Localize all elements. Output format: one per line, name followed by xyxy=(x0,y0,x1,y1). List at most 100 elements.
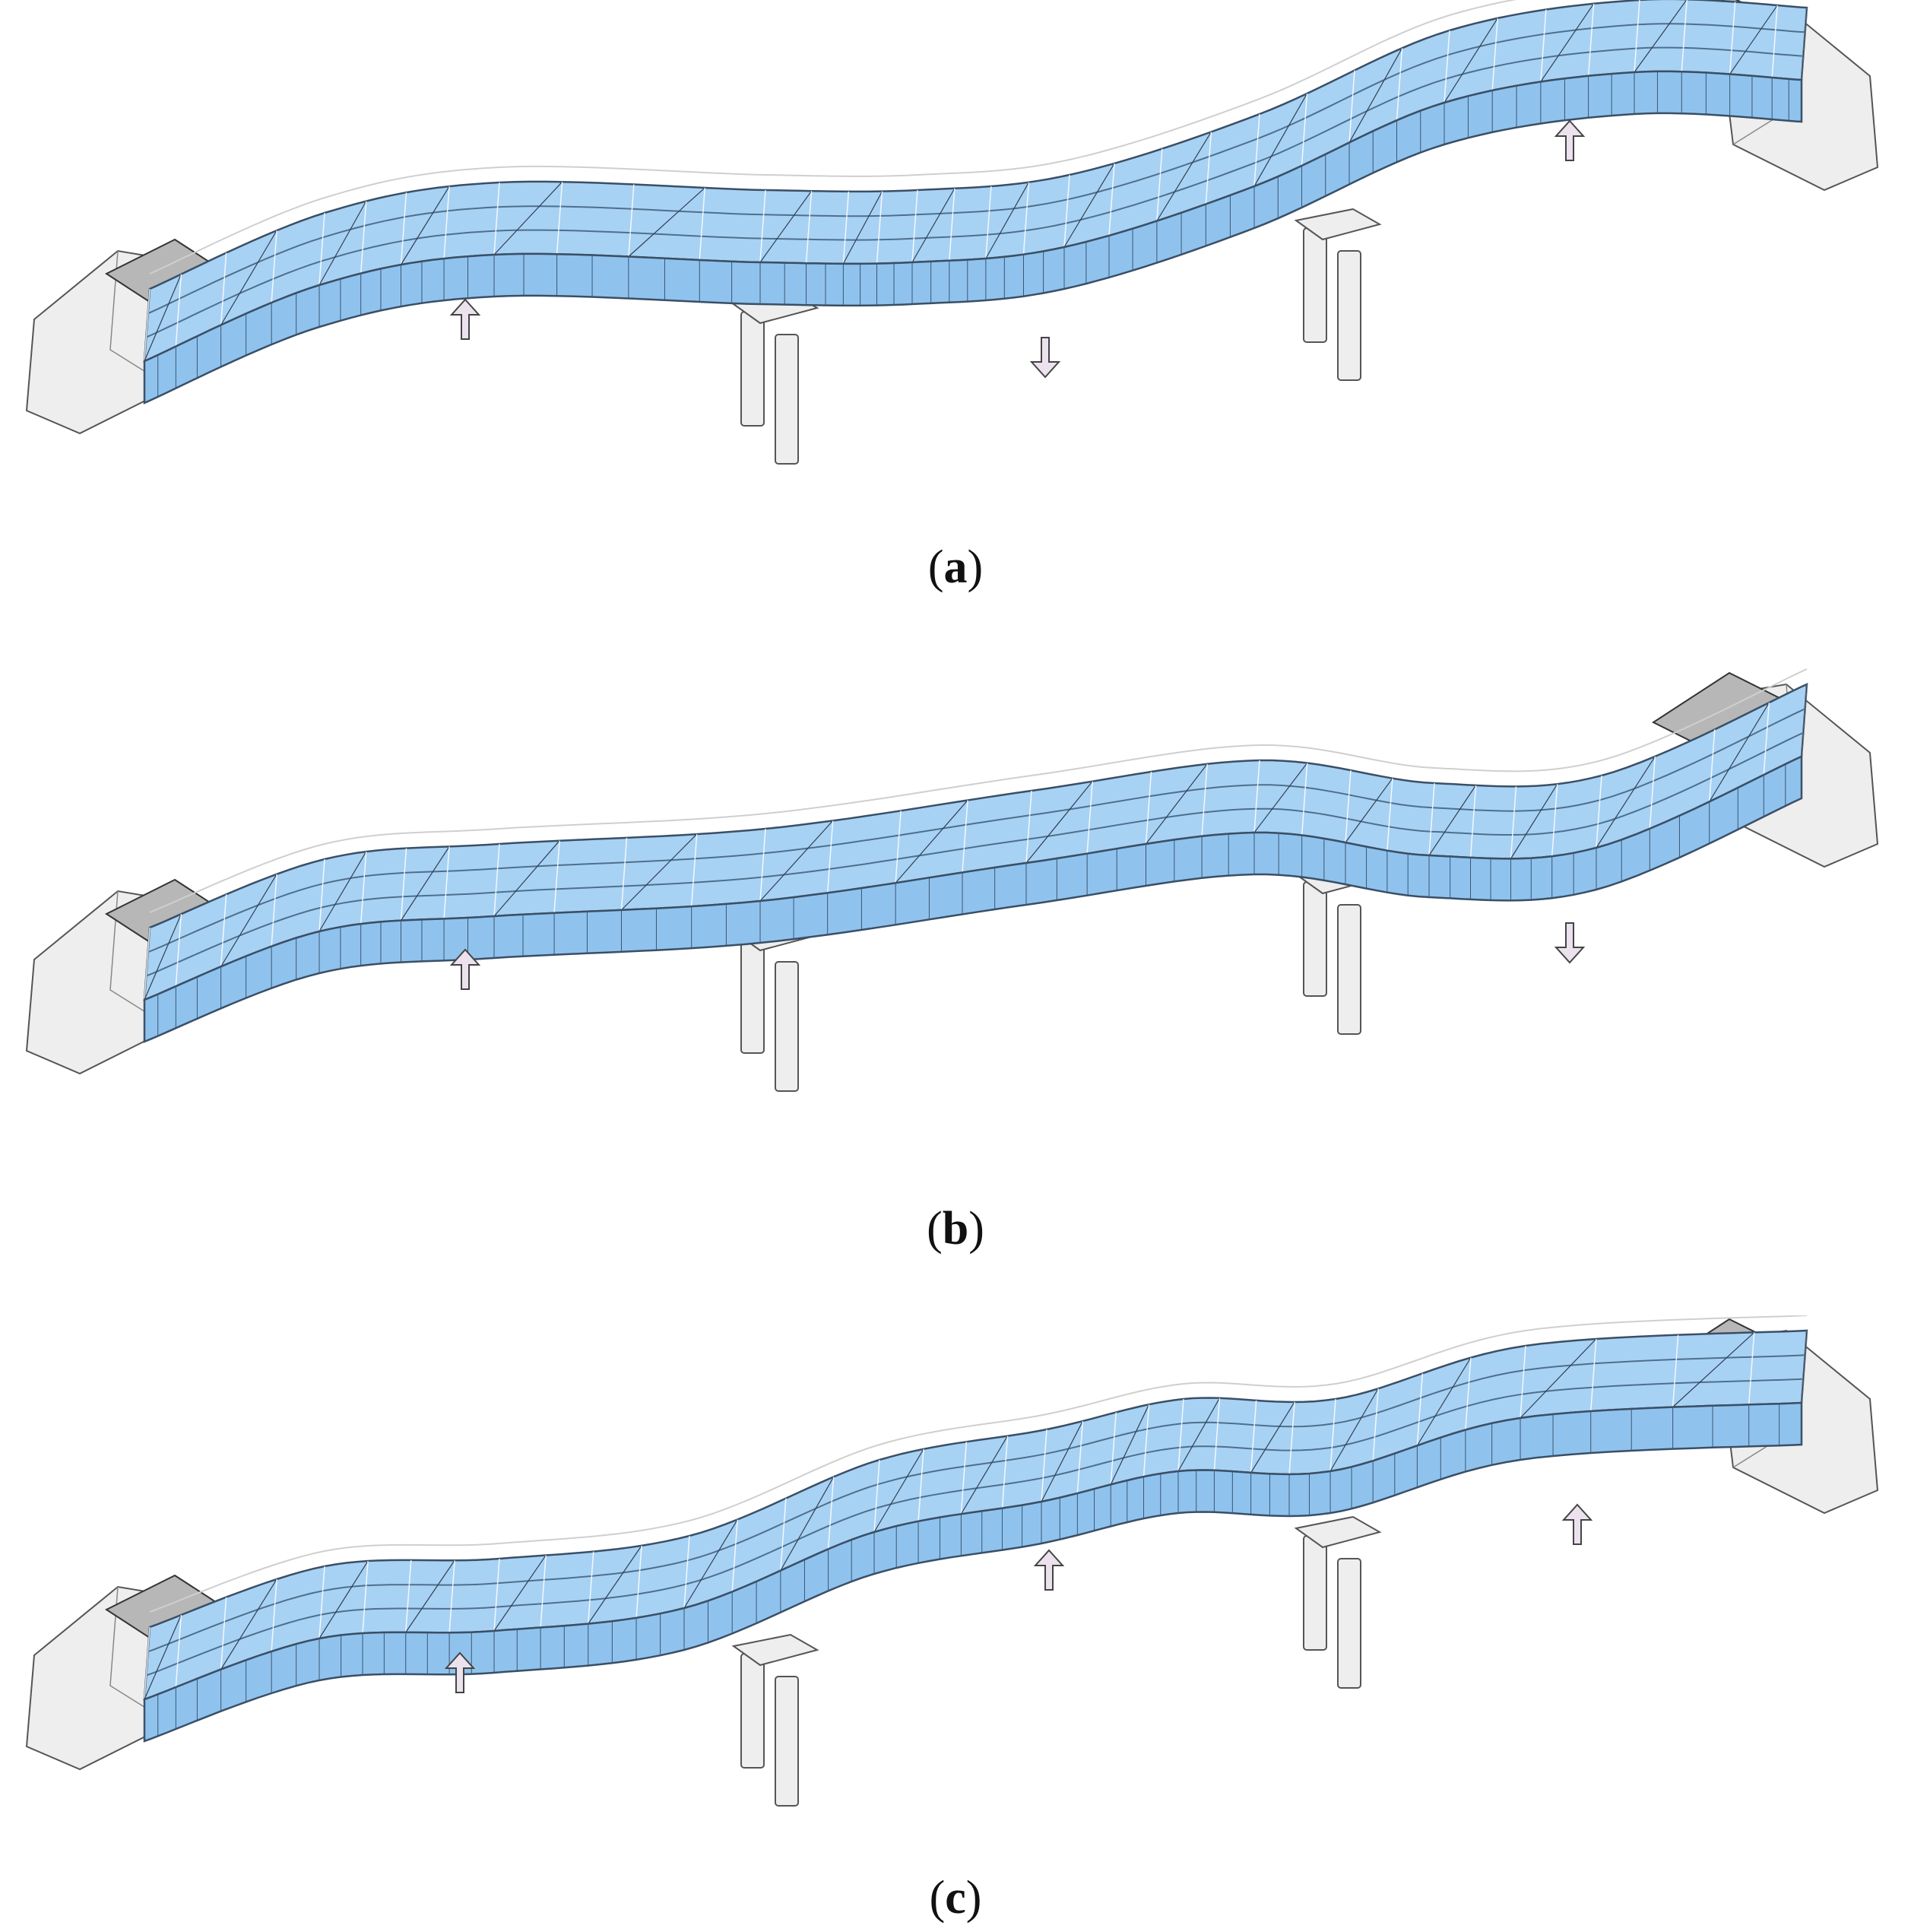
deck-crossbeam xyxy=(1372,1388,1379,1461)
arrow-up-icon xyxy=(1033,1549,1065,1591)
arrow-up-icon xyxy=(1554,119,1586,161)
deck-crossbeam xyxy=(318,858,325,932)
deck-crossbeam xyxy=(493,1558,500,1632)
bridge-mode-shape-b xyxy=(25,668,1879,1092)
deck-crossbeam xyxy=(780,1498,787,1571)
deck-brace xyxy=(1709,702,1770,802)
deck-crossbeam xyxy=(1387,778,1393,851)
deck-crossbeam xyxy=(1201,763,1208,836)
deck-crossbeam xyxy=(1491,17,1498,90)
deck-brace xyxy=(780,1477,835,1571)
deck-crossbeam xyxy=(1520,1345,1526,1419)
deck-crossbeam xyxy=(690,834,698,907)
deck-brace xyxy=(144,274,182,362)
deck-crossbeam xyxy=(1205,132,1212,205)
deck-crossbeam xyxy=(318,212,325,286)
deck-crossbeam xyxy=(1145,771,1152,845)
deck-crossbeam xyxy=(400,192,407,265)
deck-crossbeam xyxy=(1301,93,1308,167)
deck-crossbeam xyxy=(759,189,766,263)
deck-crossbeam xyxy=(1110,1412,1117,1485)
deck-crossbeam xyxy=(1771,5,1778,78)
deck-crossbeam xyxy=(827,1477,835,1550)
deck-brace xyxy=(588,1545,642,1624)
deck-crossbeam xyxy=(1288,1401,1295,1475)
pier-column xyxy=(740,938,765,1054)
deck-brace xyxy=(144,913,182,1001)
deck-crossbeam xyxy=(1086,781,1093,854)
deck-brace xyxy=(1253,93,1308,187)
deck-brace xyxy=(493,1555,547,1632)
deck-crossbeam xyxy=(144,927,151,1001)
panel-a: (a) xyxy=(0,0,1911,608)
deck-crossbeam xyxy=(220,1597,227,1670)
deck-crossbeam xyxy=(1748,1332,1755,1405)
deck-brace xyxy=(1801,1330,1808,1404)
bridge-drawing xyxy=(25,668,1879,1092)
deck-crossbeam xyxy=(1763,703,1770,776)
pier-cap xyxy=(1294,1515,1382,1549)
deck-brace xyxy=(1596,756,1656,849)
deck-crossbeam xyxy=(443,846,450,919)
deck-crossbeam xyxy=(1142,1404,1150,1477)
deck-brace xyxy=(1729,5,1778,75)
deck-crossbeam xyxy=(1025,790,1032,864)
bridge-drawing xyxy=(25,0,1879,465)
deck-brace xyxy=(985,182,1030,259)
deck-brace xyxy=(220,230,277,325)
deck-crossbeam xyxy=(175,274,182,347)
deck-brace xyxy=(405,1559,455,1633)
deck-brace xyxy=(1520,1338,1597,1419)
deck-brace xyxy=(1329,1388,1379,1472)
deck-brace xyxy=(1345,778,1393,843)
deck-crossbeam xyxy=(620,837,628,910)
deck-crossbeam xyxy=(175,1614,182,1688)
deck-brace xyxy=(1156,132,1212,221)
panel-c: (c) xyxy=(0,1315,1911,1932)
deck-crossbeam xyxy=(1250,1400,1257,1473)
deck-crossbeam xyxy=(493,843,500,917)
arrow-up-icon xyxy=(449,948,481,990)
pier-column xyxy=(1303,227,1327,343)
deck-brace xyxy=(220,874,277,967)
arrow-down-icon xyxy=(1029,337,1061,379)
deck-crossbeam xyxy=(1634,0,1640,73)
deck-crossbeam xyxy=(1076,1421,1084,1494)
deck-brace xyxy=(683,1519,738,1609)
deck-crossbeam xyxy=(1729,2,1736,75)
deck-brace xyxy=(144,1614,182,1700)
deck-crossbeam xyxy=(1156,148,1163,221)
deck-brace xyxy=(1672,1331,1755,1408)
deck-crossbeam xyxy=(220,894,227,967)
deck-crossbeam xyxy=(220,252,227,325)
deck-brace xyxy=(1041,1420,1083,1502)
deck-crossbeam xyxy=(759,828,766,902)
deck-crossbeam xyxy=(540,1555,547,1628)
deck-crossbeam xyxy=(1540,9,1547,82)
deck-crossbeam xyxy=(1253,760,1260,833)
deck-brace xyxy=(842,191,883,265)
pier-column xyxy=(1337,1558,1361,1689)
deck-crossbeam xyxy=(873,1459,880,1533)
deck-crossbeam xyxy=(318,1566,325,1639)
deck-crossbeam xyxy=(985,186,992,259)
deck-crossbeam xyxy=(1510,786,1517,859)
deck-brace xyxy=(1634,0,1688,73)
deck-crossbeam xyxy=(1213,1397,1221,1470)
deck-crossbeam xyxy=(1345,770,1352,843)
deck-crossbeam xyxy=(1649,756,1656,829)
deck-crossbeam xyxy=(1681,0,1688,72)
arrow-down-icon xyxy=(1554,922,1586,964)
deck-brace xyxy=(628,187,705,257)
deck-crossbeam xyxy=(962,800,968,873)
pier-column xyxy=(740,311,765,427)
deck-brace xyxy=(895,800,968,884)
pier-column xyxy=(775,961,799,1092)
deck-brace xyxy=(1416,1357,1472,1446)
deck-brace xyxy=(1063,163,1115,248)
pier-column xyxy=(1337,250,1361,381)
deck-crossbeam xyxy=(1329,1398,1336,1472)
deck-crossbeam xyxy=(1177,1398,1184,1472)
deck-crossbeam xyxy=(1396,48,1403,121)
deck-crossbeam xyxy=(360,852,367,925)
